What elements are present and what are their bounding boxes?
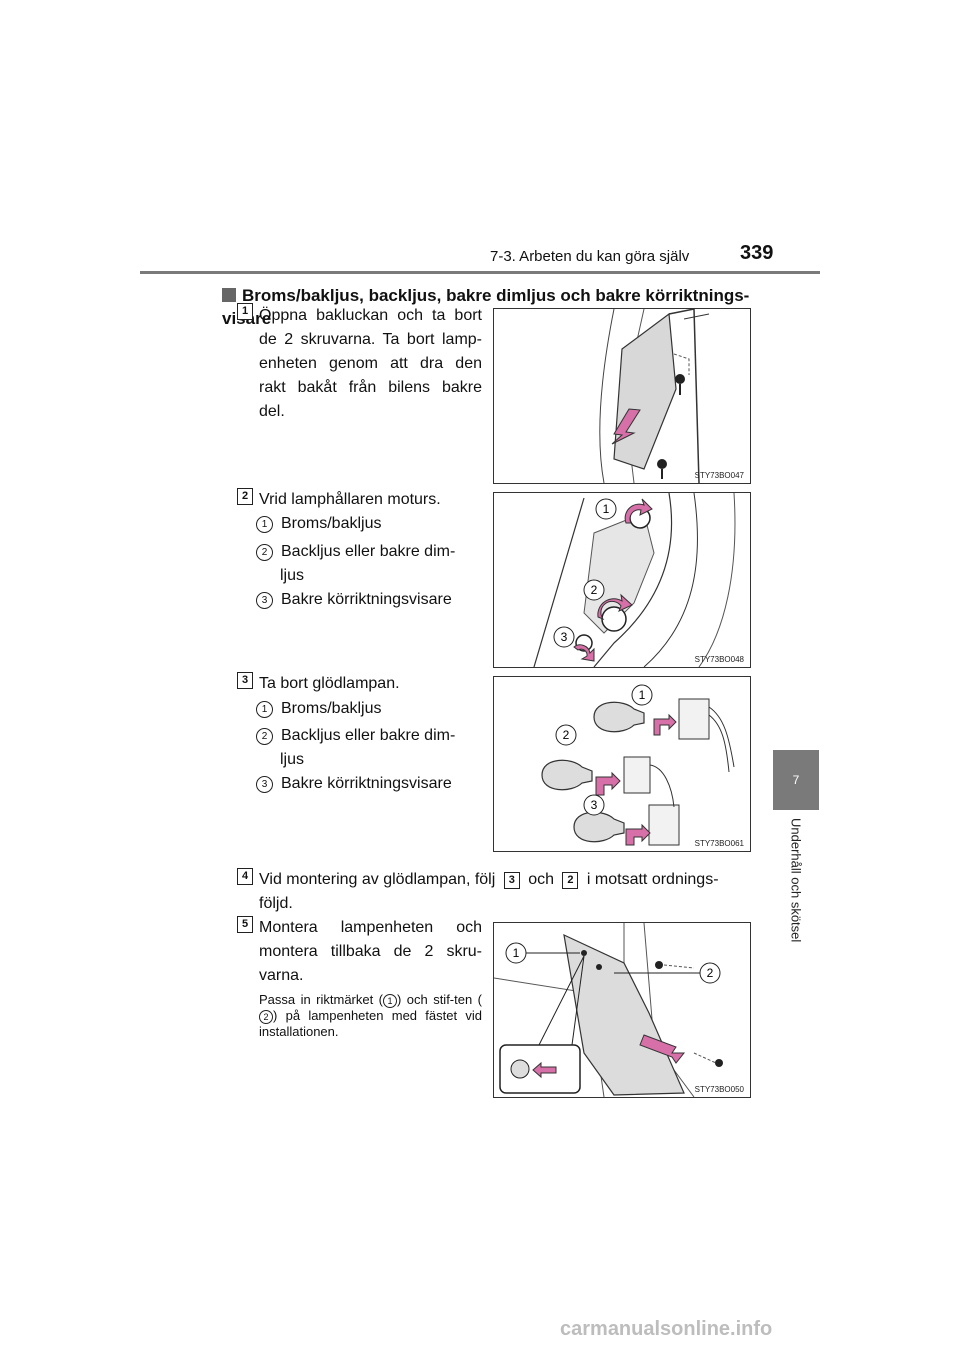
item-number: 1 [256, 516, 273, 533]
step-2-item-2: 2 Backljus eller bakre dim- ljus [256, 540, 482, 588]
section-title: 7-3. Arbeten du kan göra själv [490, 248, 690, 265]
item-label: Broms/bakljus [281, 700, 382, 717]
item-label: Bakre körriktningsvisare [281, 775, 452, 792]
chapter-tab: 7 [773, 750, 819, 810]
callout-2: 2 [563, 728, 570, 742]
figure-code: STY73BO047 [694, 471, 744, 480]
step-number-1: 1 [237, 303, 253, 320]
figure-code: STY73BO048 [694, 655, 744, 664]
item-label: Broms/bakljus [281, 515, 382, 532]
step-3-item-3: 3 Bakre körriktningsvisare [256, 772, 482, 796]
note-number-2: 2 [259, 1010, 273, 1024]
chapter-title: Underhåll och skötsel [788, 818, 804, 943]
callout-2: 2 [591, 583, 598, 597]
header-divider [140, 271, 820, 274]
lamp-holder-illustration: 1 2 3 [533, 493, 736, 667]
step-number-4: 4 [237, 868, 253, 885]
step-4-text-b: och [528, 871, 554, 888]
figure-code: STY73BO050 [694, 1085, 744, 1094]
note-number-1: 1 [383, 994, 397, 1008]
figure-step-5: 1 2 STY73BO050 [493, 922, 751, 1098]
item-label: Backljus eller bakre dim- ljus [280, 727, 456, 768]
step-5-text: Montera lampenheten och montera tillbaka… [259, 919, 482, 984]
step-ref-3: 3 [503, 872, 520, 889]
item-number: 3 [256, 776, 273, 793]
step-3-item-2: 2 Backljus eller bakre dim- ljus [256, 724, 482, 772]
step-4-text-c: i motsatt ordnings- [586, 871, 719, 888]
step-number-3: 3 [237, 672, 253, 689]
step-number-2: 2 [237, 488, 253, 505]
figure-step-3: 1 2 3 STY73BO061 [493, 676, 751, 852]
callout-1: 1 [603, 502, 610, 516]
step-3-item-1: 1 Broms/bakljus [256, 697, 482, 721]
step-2-item-1: 1 Broms/bakljus [256, 512, 482, 536]
step-2-item-3: 3 Bakre körriktningsvisare [256, 588, 482, 612]
step-number-5: 5 [237, 916, 253, 933]
note-text-b: ) och stif-ten ( [397, 992, 482, 1007]
step-3-text: Ta bort glödlampan. [259, 675, 400, 692]
callout-2: 2 [707, 966, 714, 980]
step-4-text: Vid montering av glödlampan, följ 3 och … [259, 868, 751, 892]
figure-code: STY73BO061 [694, 839, 744, 848]
figure-step-2: 1 2 3 STY73BO048 [493, 492, 751, 668]
item-number: 2 [256, 544, 273, 561]
step-1-text: Öppna bakluckan och ta bort de 2 skruvar… [259, 307, 482, 420]
step-2-text: Vrid lamphållaren moturs. [259, 491, 441, 508]
figure-step-1: STY73BO047 [493, 308, 751, 484]
callout-1: 1 [513, 946, 520, 960]
note-text-c: ) på lampenheten med fästet vid installa… [259, 1008, 482, 1039]
item-number: 1 [256, 701, 273, 718]
step-5-note: Passa in riktmärket (1) och stif-ten ( 2)… [259, 992, 482, 1040]
page-number: 339 [740, 242, 774, 264]
bulb-removal-illustration: 1 2 3 [541, 684, 735, 846]
item-label: Bakre körriktningsvisare [281, 591, 452, 608]
callout-1: 1 [639, 688, 646, 702]
callout-3: 3 [561, 630, 568, 644]
heading-square-icon [222, 288, 236, 302]
step-4-text-a: Vid montering av glödlampan, följ [259, 871, 496, 888]
item-label: Backljus eller bakre dim- ljus [280, 543, 456, 584]
note-text-a: Passa in riktmärket ( [259, 992, 383, 1007]
tail-lamp-removal-illustration [599, 309, 710, 483]
item-number: 3 [256, 592, 273, 609]
step-4-text-d: följd. [259, 895, 293, 912]
step-ref-2: 2 [562, 872, 579, 889]
watermark: carmanualsonline.info [560, 1318, 773, 1340]
item-number: 2 [256, 728, 273, 745]
lamp-installation-illustration: 1 2 [494, 923, 723, 1097]
chapter-label: Underhåll och skötsel [773, 818, 819, 968]
callout-3: 3 [591, 798, 598, 812]
